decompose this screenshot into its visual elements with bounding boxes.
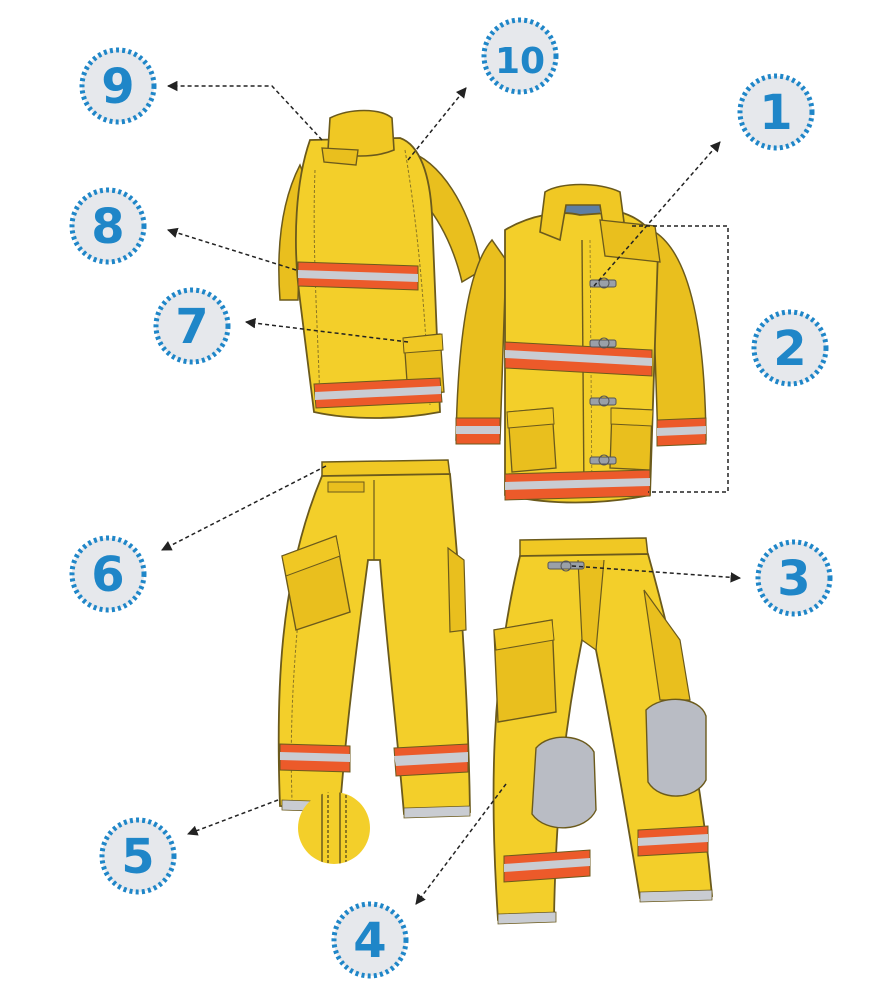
callout-badge-ring [79,47,157,125]
pants-back [277,459,471,819]
callout-badge-ring [481,17,559,95]
seam-detail-inset [298,792,370,864]
callout-number: 2 [773,321,806,377]
callout-badge-9: 9 [79,47,157,125]
callout-number: 1 [759,85,792,141]
callout-badges: 1 2 3 4 5 6 78 9 10 [69,17,833,979]
jacket-front [455,183,707,504]
callout-badge-6: 6 [69,535,147,613]
callout-badge-10: 10 [481,17,559,95]
callout-badge-ring [69,535,147,613]
callout-number: 4 [353,913,386,969]
callout-badge-ring [99,817,177,895]
callout-badge-7: 7 [153,287,231,365]
callout-number: 6 [91,547,124,603]
callout-number: 5 [121,829,154,885]
leader-4 [415,783,507,905]
callout-number: 9 [101,59,134,115]
callout-badge-8: 8 [69,187,147,265]
clip-hook-icon [589,277,617,466]
callout-badge-ring [153,287,231,365]
leader-1 [593,141,721,287]
leader-10 [407,87,467,161]
leader-9 [166,80,323,141]
jacket-back [278,109,483,419]
callout-number: 8 [91,199,124,255]
callout-badge-ring [69,187,147,265]
leader-lines [161,80,742,905]
leader-7 [244,317,409,343]
callout-number: 10 [495,41,545,82]
leader-6 [161,465,327,551]
callout-badge-ring [331,901,409,979]
callout-badge-ring [755,539,833,617]
callout-badge-5: 5 [99,817,177,895]
leader-5 [187,799,279,836]
callout-badge-ring [751,309,829,387]
callout-badge-2: 2 [751,309,829,387]
callout-badge-ring [737,73,815,151]
leader-2 [632,225,729,493]
callout-badge-1: 1 [737,73,815,151]
callout-number: 7 [175,299,208,355]
callout-number: 3 [777,551,810,607]
leader-3 [571,565,742,583]
leader-8 [166,227,297,271]
pants-front [492,537,713,925]
callout-badge-3: 3 [755,539,833,617]
callout-badge-4: 4 [331,901,409,979]
